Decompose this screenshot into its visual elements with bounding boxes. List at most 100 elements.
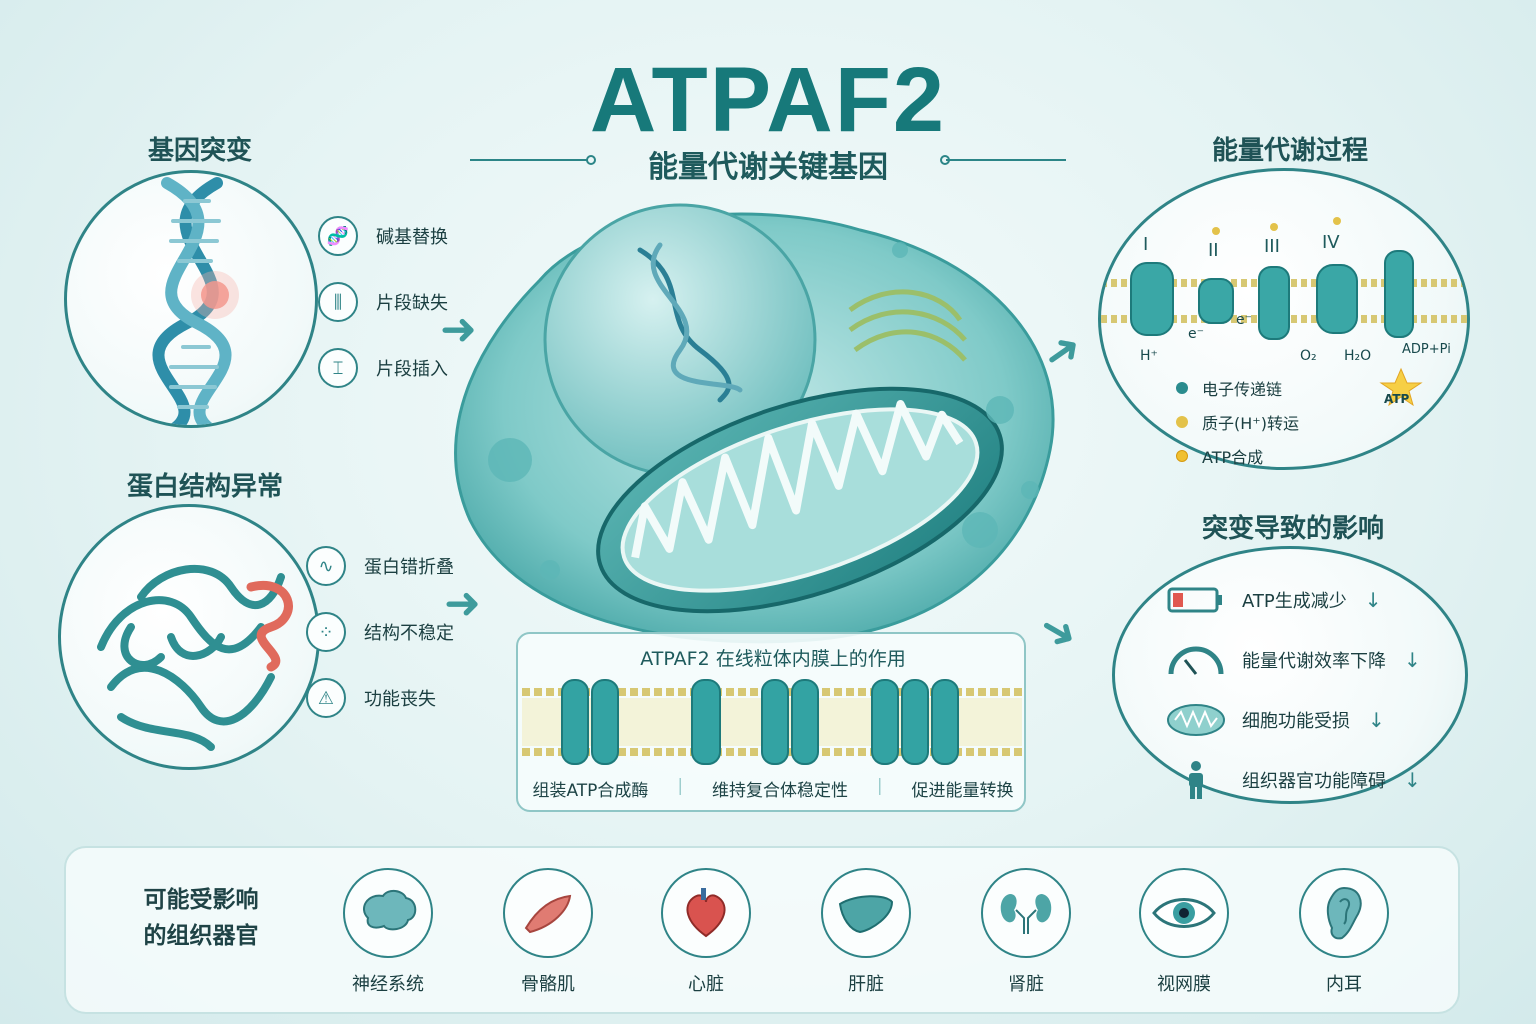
organ-item: 骨骼肌: [488, 868, 608, 996]
gene-mutation-list: 🧬 碱基替换 ⫼ 片段缺失 ⌶ 片段插入: [318, 216, 448, 388]
organ-heading-line: 可能受影响: [143, 887, 259, 913]
divider-right: [946, 159, 1066, 161]
electron-label: e⁻: [1188, 326, 1205, 342]
proton-dots: [1212, 217, 1341, 235]
etc-diagram: [1101, 217, 1467, 407]
organ-label: 神经系统: [352, 974, 424, 995]
effect-item: 细胞功能受损 ↓: [1164, 702, 1421, 738]
list-item: 🧬 碱基替换: [318, 216, 448, 256]
effects-list: ATP生成减少 ↓ 能量代谢效率下降 ↓ 细胞功能受损 ↓ 组织器官功能障碍 ↓: [1164, 582, 1421, 799]
role-label: 促进能量转换: [911, 781, 1014, 801]
legend-item: 电子传递链: [1176, 376, 1299, 400]
energy-process-title: 能量代谢过程: [1211, 136, 1368, 166]
organ-label: 视网膜: [1157, 974, 1211, 995]
down-arrow-icon: ↓: [1364, 588, 1382, 612]
electron-label: e⁻: [1236, 312, 1253, 328]
protein-circle: [58, 504, 320, 770]
organ-item: 内耳: [1284, 868, 1404, 996]
legend-label: 质子(H⁺)转运: [1202, 414, 1299, 433]
page-title: ATPAF2: [589, 49, 947, 151]
organ-item: 神经系统: [328, 868, 448, 996]
gauge-icon: [1164, 642, 1228, 678]
organ-heading: 可能受影响 的组织器官: [126, 882, 276, 954]
organ-label: 肝脏: [848, 974, 884, 995]
list-item: ⁘ 结构不稳定: [306, 612, 454, 652]
dna-helix-icon: [152, 177, 239, 425]
list-item: ⌶ 片段插入: [318, 348, 448, 388]
legend-item: 质子(H⁺)转运: [1176, 410, 1299, 434]
organ-item: 心脏: [646, 868, 766, 996]
nucleus-dna-icon: [637, 242, 743, 403]
page-subtitle: 能量代谢关键基因: [648, 150, 888, 185]
separator: |: [876, 776, 883, 796]
list-item: ⫼ 片段缺失: [318, 282, 448, 322]
item-label: 结构不稳定: [364, 623, 454, 644]
organ-item: 肝脏: [806, 868, 926, 996]
effect-label: 能量代谢效率下降: [1242, 651, 1386, 672]
effect-label: 细胞功能受损: [1242, 711, 1350, 732]
organ-item: 肾脏: [966, 868, 1086, 996]
cell-illustration: [454, 203, 1055, 644]
down-arrow-icon: ↓: [1368, 708, 1385, 732]
function-roles: 组装ATP合成酶 | 维持复合体稳定性 | 促进能量转换: [518, 776, 1028, 801]
down-arrow-icon: ↓: [1404, 648, 1421, 672]
h-plus-label: H⁺: [1140, 348, 1158, 364]
brain-icon: [343, 868, 433, 958]
organ-heading-line: 的组织器官: [143, 923, 259, 949]
legend-label: 电子传递链: [1202, 380, 1283, 399]
membrane-proteins: [561, 679, 959, 765]
o2-label: O₂: [1300, 348, 1317, 364]
person-icon: [1164, 761, 1228, 799]
organ-label: 骨骼肌: [521, 974, 575, 995]
legend-item: ATP合成: [1176, 444, 1299, 468]
unstable-icon: ⁘: [306, 612, 346, 652]
divider-dot-left: [586, 155, 596, 165]
protein-structure-title: 蛋白结构异常: [126, 472, 283, 502]
deletion-icon: ⫼: [318, 282, 358, 322]
effect-label: ATP生成减少: [1242, 591, 1347, 612]
item-label: 蛋白错折叠: [364, 557, 454, 578]
dna-icon: 🧬: [318, 216, 358, 256]
liver-icon: [821, 868, 911, 958]
subtitle-row: 能量代谢关键基因: [470, 140, 1066, 185]
item-label: 功能丧失: [364, 689, 436, 710]
ear-icon: [1299, 868, 1389, 958]
organ-label: 内耳: [1326, 974, 1362, 995]
organ-label: 肾脏: [1008, 974, 1044, 995]
misfold-icon: ∿: [306, 546, 346, 586]
role-label: 组装ATP合成酶: [532, 781, 649, 801]
item-label: 片段缺失: [376, 293, 448, 314]
divider-left: [470, 159, 590, 161]
dna-circle: [64, 170, 318, 428]
protein-ribbon-icon: [97, 564, 293, 751]
etc-legend: 电子传递链 质子(H⁺)转运 ATP合成: [1176, 376, 1299, 468]
function-box-title: ATPAF2 在线粒体内膜上的作用: [640, 648, 906, 670]
etc-complexes: [1130, 250, 1414, 340]
role-label: 维持复合体稳定性: [711, 781, 848, 801]
muscle-icon: [503, 868, 593, 958]
effects-title: 突变导致的影响: [1201, 514, 1384, 544]
list-item: ⚠ 功能丧失: [306, 678, 454, 718]
eye-icon: [1139, 868, 1229, 958]
heart-icon: [661, 868, 751, 958]
legend-dot: [1176, 416, 1188, 428]
arrow-right-icon: ➜: [440, 304, 477, 355]
atp-label: ATP: [1384, 392, 1410, 406]
protein-structure-list: ∿ 蛋白错折叠 ⁘ 结构不稳定 ⚠ 功能丧失: [306, 546, 454, 718]
effect-item: 组织器官功能障碍 ↓: [1164, 761, 1421, 799]
h2o-label: H₂O: [1344, 348, 1372, 364]
legend-dot: [1176, 382, 1188, 394]
kidney-icon: [981, 868, 1071, 958]
item-label: 碱基替换: [376, 227, 448, 248]
organ-panel: 可能受影响 的组织器官 神经系统 骨骼肌 心脏 肝脏 肾脏 视网膜: [64, 846, 1460, 1014]
complex-label: III: [1264, 236, 1280, 257]
organ-item: 视网膜: [1124, 868, 1244, 996]
legend-label: ATP合成: [1202, 448, 1264, 467]
mitochondrion: [596, 386, 1004, 614]
vesicles: [488, 242, 1039, 580]
effect-item: 能量代谢效率下降 ↓: [1164, 642, 1421, 678]
down-arrow-icon: ↓: [1404, 768, 1421, 792]
organ-label: 心脏: [688, 974, 724, 995]
list-item: ∿ 蛋白错折叠: [306, 546, 454, 586]
golgi: [848, 289, 967, 362]
